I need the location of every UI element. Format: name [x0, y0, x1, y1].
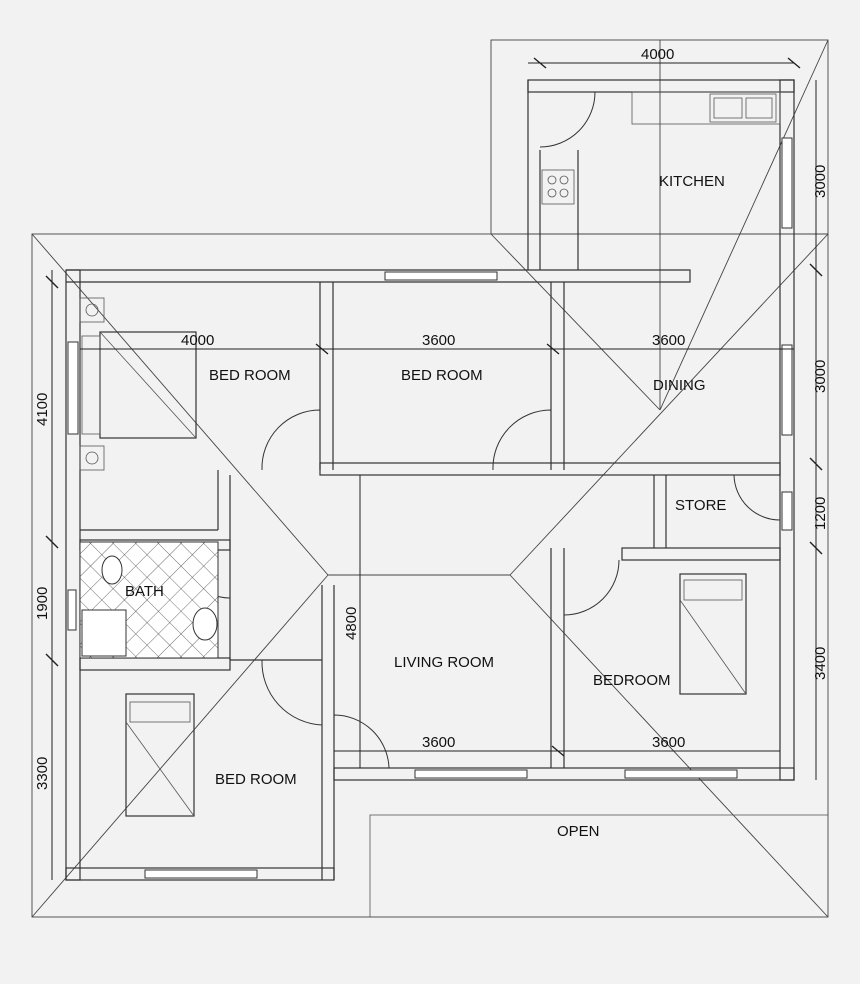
bedroom-3-width-dimension: 3600 — [652, 734, 685, 751]
bedroom-2-label: BED ROOM — [401, 367, 483, 384]
kitchen-label: KITCHEN — [659, 173, 725, 190]
kitchen-width-dimension: 4000 — [641, 46, 674, 63]
dining-label: DINING — [653, 377, 706, 394]
bedroom-1-label: BED ROOM — [209, 367, 291, 384]
windows — [67, 137, 793, 879]
living-width-dimension: 3600 — [422, 734, 455, 751]
store-label: STORE — [675, 497, 726, 514]
open-label: OPEN — [557, 823, 600, 840]
bedroom-2-width-dimension: 3600 — [422, 332, 455, 349]
bedroom-1-width-dimension: 4000 — [181, 332, 214, 349]
living-room-label: LIVING ROOM — [394, 654, 494, 671]
open-area — [369, 814, 829, 918]
dining-depth-dimension: 3000 — [812, 360, 829, 393]
walls — [65, 79, 795, 881]
bottom-bedroom-depth-dimension: 3300 — [34, 757, 51, 790]
bath-fixtures — [79, 541, 219, 659]
kitchen-fixtures — [541, 91, 781, 205]
bed-bottom-left — [125, 693, 195, 817]
left-bedroom-depth-dimension: 4100 — [34, 393, 51, 426]
bedroom-4-label: BED ROOM — [215, 771, 297, 788]
kitchen-depth-dimension: 3000 — [812, 165, 829, 198]
dining-width-dimension: 3600 — [652, 332, 685, 349]
bath-label: BATH — [125, 583, 164, 600]
bed-top-left — [79, 297, 197, 471]
bedroom-3-depth-dimension: 3400 — [812, 647, 829, 680]
bed-right — [679, 573, 747, 695]
living-depth-dimension: 4800 — [343, 607, 360, 640]
roof-outline — [31, 39, 829, 918]
bath-depth-dimension: 1900 — [34, 587, 51, 620]
store-depth-dimension: 1200 — [812, 497, 829, 530]
bedroom-3-label: BEDROOM — [593, 672, 671, 689]
dimension-lines — [45, 57, 823, 880]
